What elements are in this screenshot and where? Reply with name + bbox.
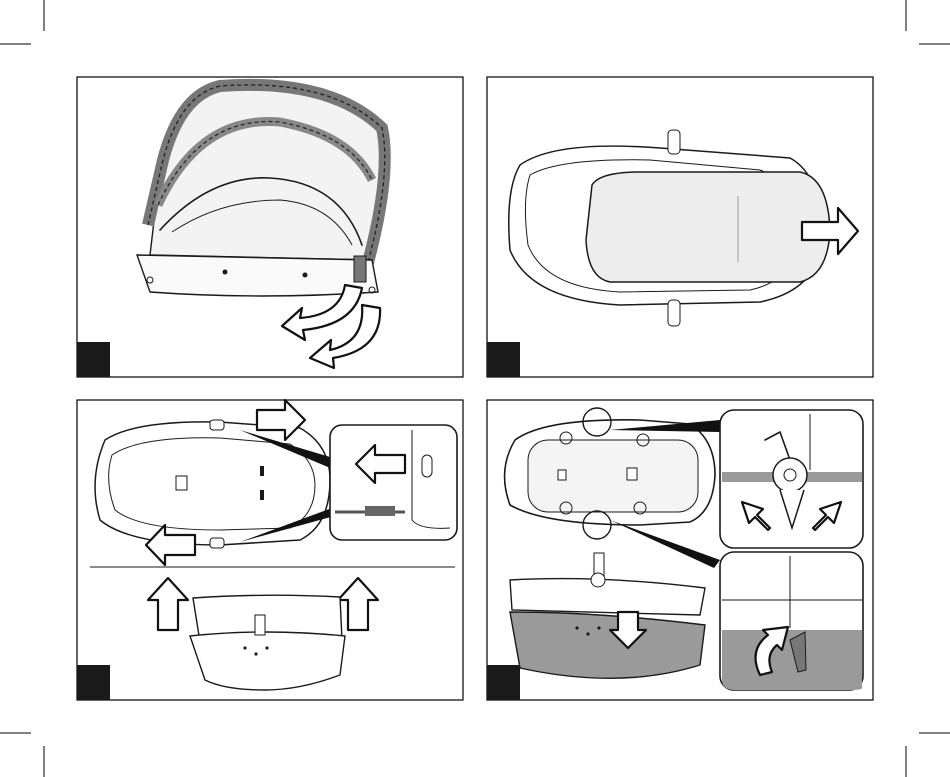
step-badge-4 [487, 665, 520, 700]
canopy-illustration [137, 85, 385, 296]
magnifier-callout-icon [720, 410, 863, 548]
panel-step-1 [77, 77, 463, 377]
panel-step-4 [487, 400, 873, 700]
step-badge-1 [77, 342, 110, 377]
magnifier-callout-icon [330, 425, 457, 540]
step-badge-3 [77, 665, 110, 700]
shell-underside [95, 420, 340, 548]
panel-step-2 [487, 77, 873, 377]
shell-sideview [190, 595, 345, 690]
magnifier-callout-icon [720, 552, 863, 690]
step-badge-2 [487, 342, 520, 377]
panel-step-3 [77, 400, 463, 700]
